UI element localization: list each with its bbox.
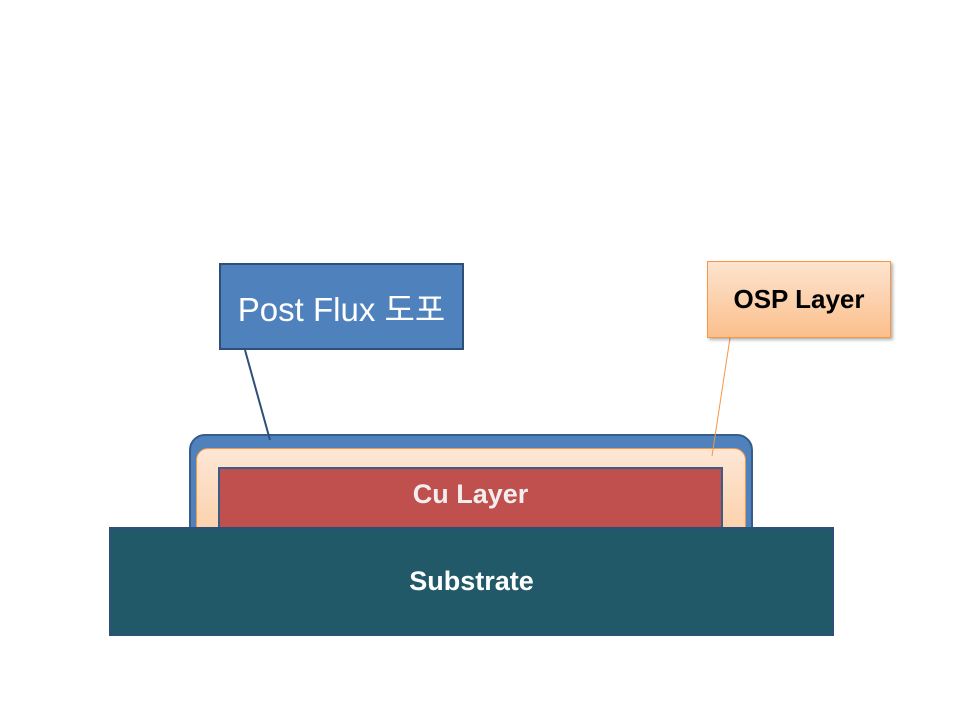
osp-leader-line (711, 337, 731, 457)
post-flux-callout: Post Flux 도포 (219, 263, 464, 350)
substrate-label: Substrate (409, 566, 534, 596)
post-flux-leader-line (244, 349, 271, 441)
osp-callout: OSP Layer (707, 261, 891, 338)
cu-layer-label: Cu Layer (412, 479, 529, 509)
post-flux-callout-label: Post Flux 도포 (237, 290, 446, 328)
substrate: Substrate (109, 527, 834, 636)
osp-callout-label: OSP Layer (733, 284, 865, 314)
